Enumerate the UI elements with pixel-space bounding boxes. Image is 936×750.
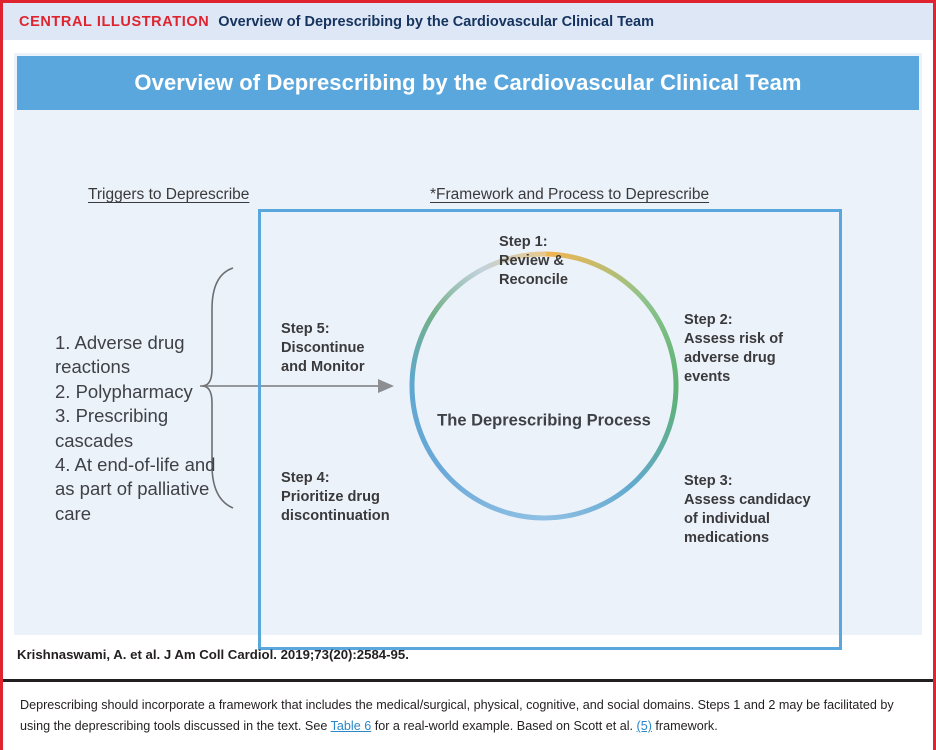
step-1-label: Step 1: Review & Reconcile <box>499 234 568 288</box>
figure-title-bar: Overview of Deprescribing by the Cardiov… <box>17 56 919 110</box>
banner: CENTRAL ILLUSTRATION Overview of Depresc… <box>3 3 933 40</box>
deprescribing-circle: The Deprescribing Process <box>404 281 684 561</box>
step-3-label: Step 3: Assess candidacy of individual m… <box>684 473 811 546</box>
caption-part-3: framework. <box>651 719 718 734</box>
citation: Krishnaswami, A. et al. J Am Coll Cardio… <box>17 647 409 662</box>
figure-caption: Deprescribing should incorporate a frame… <box>20 695 918 737</box>
step-2-label: Step 2: Assess risk of adverse drug even… <box>684 312 783 385</box>
triggers-list: 1. Adverse drug reactions 2. Polypharmac… <box>55 331 220 526</box>
caption-part-2: for a real-world example. Based on Scott… <box>371 719 637 734</box>
heading-triggers: Triggers to Deprescribe <box>88 186 250 203</box>
divider-rule <box>3 679 933 682</box>
heading-framework: *Framework and Process to Deprescribe <box>430 186 710 203</box>
triggers-text: 1. Adverse drug reactions 2. Polypharmac… <box>55 332 216 524</box>
reference-5-link[interactable]: (5) <box>636 719 652 734</box>
table-6-link[interactable]: Table 6 <box>330 719 372 734</box>
figure-panel: Overview of Deprescribing by the Cardiov… <box>14 53 922 650</box>
caption-part-1: Deprescribing should incorporate a frame… <box>20 698 894 734</box>
banner-title: Overview of Deprescribing by the Cardiov… <box>218 13 654 30</box>
circle-center-label: The Deprescribing Process <box>437 411 651 430</box>
step-4-label: Step 4: Prioritize drug discontinuation <box>281 470 390 524</box>
figure-title: Overview of Deprescribing by the Cardiov… <box>134 70 802 95</box>
step-5-label: Step 5: Discontinue and Monitor <box>281 321 365 375</box>
framework-box <box>258 209 842 650</box>
banner-kicker: CENTRAL ILLUSTRATION <box>19 13 210 30</box>
